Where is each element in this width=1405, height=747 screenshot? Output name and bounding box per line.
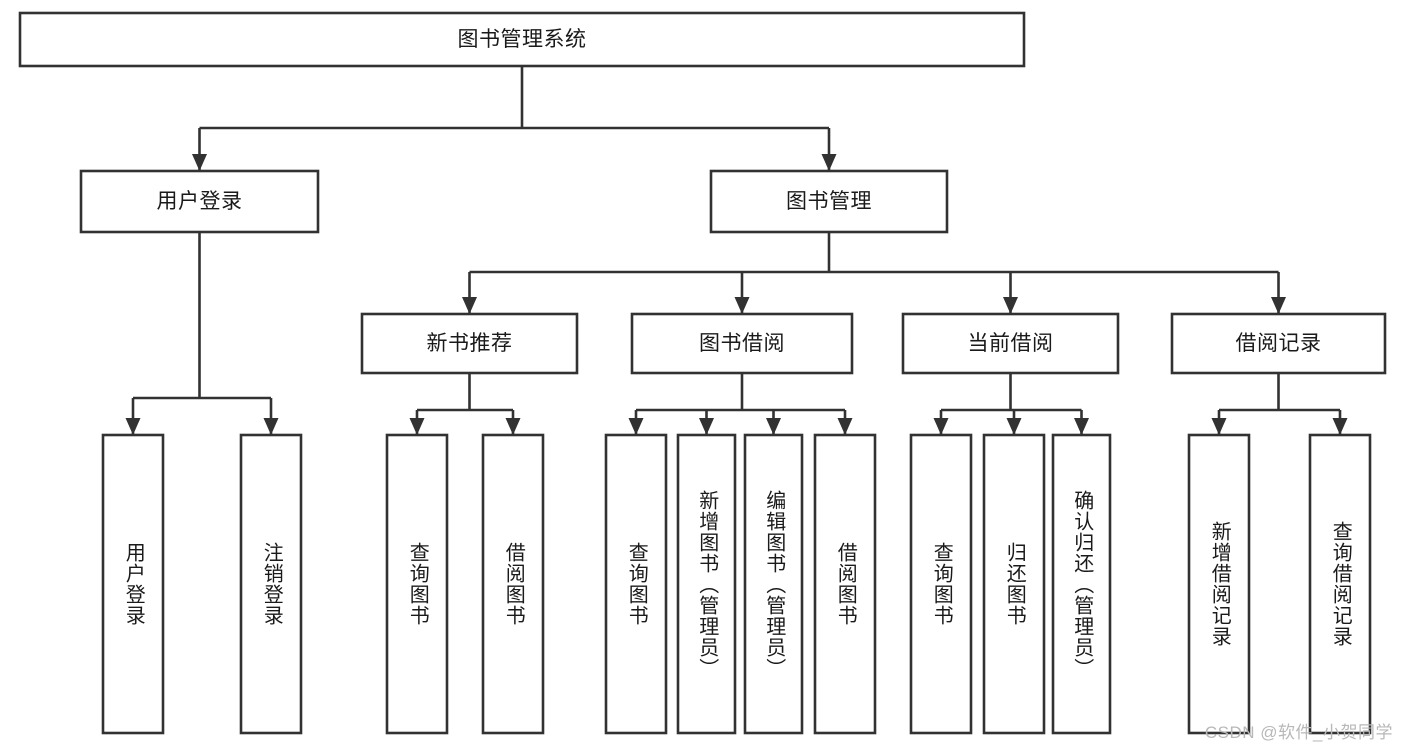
- node-box-current[interactable]: [901, 312, 1120, 375]
- arrow-head: [505, 418, 521, 435]
- node-box-bookmgmt[interactable]: [709, 169, 949, 234]
- arrow-head: [125, 418, 141, 435]
- node-box-leaf-add-book[interactable]: [676, 433, 737, 735]
- node-box-leaf-user-logout[interactable]: [239, 433, 303, 735]
- arrow-head: [263, 418, 279, 435]
- node-box-root[interactable]: [18, 11, 1026, 68]
- node-box-leaf-edit-book[interactable]: [743, 433, 804, 735]
- arrow-head: [628, 418, 644, 435]
- arrow-head: [1006, 418, 1022, 435]
- node-box-leaf-query-book-3[interactable]: [909, 433, 973, 735]
- arrow-head: [933, 418, 949, 435]
- node-box-leaf-borrow-book-2[interactable]: [813, 433, 877, 735]
- arrow-head: [837, 418, 853, 435]
- node-box-leaf-confirm-return[interactable]: [1051, 433, 1112, 735]
- arrow-head: [1074, 418, 1089, 435]
- box-layer: [18, 11, 1387, 735]
- arrow-head: [1271, 297, 1286, 314]
- arrow-head: [1003, 297, 1018, 314]
- node-box-records[interactable]: [1170, 312, 1387, 375]
- node-box-borrow[interactable]: [630, 312, 854, 375]
- node-box-leaf-query-book-1[interactable]: [385, 433, 449, 735]
- arrow-head: [821, 154, 837, 171]
- connector-layer: [125, 66, 1348, 435]
- node-box-leaf-return-book[interactable]: [982, 433, 1046, 735]
- arrow-head: [1332, 418, 1348, 435]
- node-box-leaf-borrow-book-1[interactable]: [481, 433, 545, 735]
- arrow-head: [766, 418, 781, 435]
- node-box-leaf-user-login[interactable]: [101, 433, 165, 735]
- node-box-newbook[interactable]: [360, 312, 579, 375]
- node-box-leaf-query-record[interactable]: [1308, 433, 1372, 735]
- node-box-leaf-query-book-2[interactable]: [604, 433, 668, 735]
- arrow-head: [699, 418, 714, 435]
- arrow-head: [1211, 418, 1227, 435]
- arrow-head: [409, 418, 425, 435]
- arrow-head: [462, 297, 477, 314]
- arrow-head: [734, 297, 750, 314]
- arrow-head: [192, 154, 207, 171]
- node-box-leaf-add-record[interactable]: [1187, 433, 1251, 735]
- node-box-login[interactable]: [79, 169, 320, 234]
